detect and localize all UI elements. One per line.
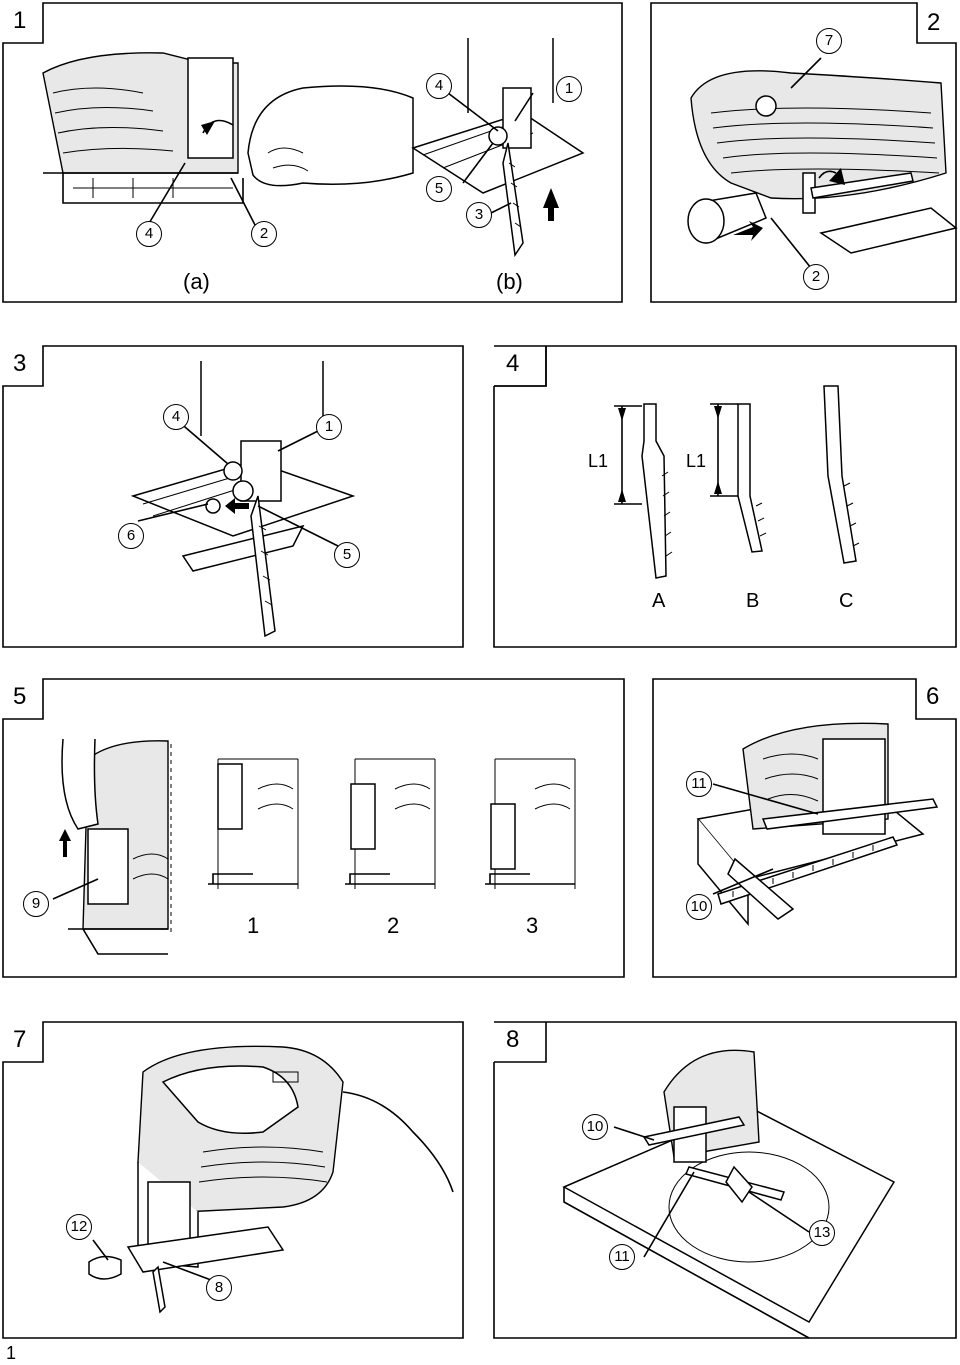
blade-label-b: B (746, 590, 760, 612)
figure-6-panel: 6 11 10 (652, 678, 957, 978)
jigsaw-blade-clamp-illustration-a (42, 38, 585, 258)
figure-6-number: 6 (926, 683, 940, 710)
callout-2: 2 (803, 264, 829, 290)
figure-7-frame (2, 1021, 464, 1339)
callout-12: 12 (66, 1214, 92, 1240)
callout-10: 10 (582, 1114, 608, 1140)
figure-3-frame (2, 345, 464, 648)
callout-6: 6 (118, 523, 144, 549)
figure-7-panel: 7 12 8 (2, 1021, 464, 1339)
callout-1: 1 (556, 76, 582, 102)
pendulum-position-2-view (345, 758, 436, 889)
callout-9: 9 (23, 891, 49, 917)
figure-2-number: 2 (927, 9, 941, 36)
callout-2: 2 (251, 221, 277, 247)
callout-5: 5 (334, 542, 360, 568)
figure-3-panel: 3 4 1 6 5 (2, 345, 464, 648)
figure-5-number: 5 (13, 683, 27, 710)
pendulum-position-1-label: 1 (247, 913, 260, 938)
figure-2-panel: 2 7 2 (650, 2, 958, 303)
figure-4-number: 4 (506, 350, 520, 377)
dimension-l1-b: L1 (686, 451, 707, 471)
pendulum-position-2-label: 2 (387, 913, 400, 938)
figure-1-number: 1 (13, 7, 27, 34)
callout-7: 7 (816, 28, 842, 54)
callout-11: 11 (686, 771, 712, 797)
callout-1: 1 (316, 414, 342, 440)
callout-4: 4 (163, 404, 189, 430)
parallel-guide-illustration (696, 722, 939, 927)
circle-cutting-illustration (562, 1049, 896, 1339)
blade-label-c: C (839, 590, 854, 612)
callout-4: 4 (136, 221, 162, 247)
figure-5-frame (2, 678, 625, 978)
figure-5-panel: 5 9 1 2 3 (2, 678, 625, 978)
figure-4-panel: 4 L1 L1 A B C (493, 345, 957, 648)
callout-13: 13 (809, 1220, 835, 1246)
figure-8-number: 8 (506, 1026, 520, 1053)
jigsaw-overview-illustration (88, 1045, 454, 1314)
callout-10: 10 (686, 894, 712, 920)
figure-8-frame (493, 1021, 957, 1339)
pendulum-position-3-view (485, 758, 576, 889)
sublabel-a: (a) (183, 269, 210, 294)
callout-4: 4 (426, 73, 452, 99)
callout-8: 8 (206, 1275, 232, 1301)
pendulum-setting-illustration (52, 738, 576, 955)
figure-2-frame (650, 2, 957, 303)
blade-types-illustration (614, 385, 860, 579)
figure-4-frame (493, 345, 957, 648)
callout-3: 3 (466, 202, 492, 228)
dimension-l1-a: L1 (588, 451, 609, 471)
figure-1-panel: 1 4 2 4 1 5 3 (a) (b) (2, 2, 623, 303)
figure-1-frame (2, 2, 623, 303)
jigsaw-lever-illustration (687, 57, 958, 269)
figure-7-number: 7 (13, 1026, 27, 1053)
blade-release-illustration (130, 361, 356, 638)
figure-6-frame (652, 678, 957, 978)
figure-8-panel: 8 10 11 13 (493, 1021, 957, 1339)
sublabel-b: (b) (496, 269, 523, 294)
figure-3-number: 3 (13, 350, 27, 377)
callout-5: 5 (426, 176, 452, 202)
callout-11: 11 (609, 1244, 635, 1270)
page-number: 1 (6, 1343, 17, 1363)
pendulum-position-3-label: 3 (526, 913, 539, 938)
pendulum-position-1-view (208, 758, 299, 889)
blade-label-a: A (652, 590, 666, 612)
